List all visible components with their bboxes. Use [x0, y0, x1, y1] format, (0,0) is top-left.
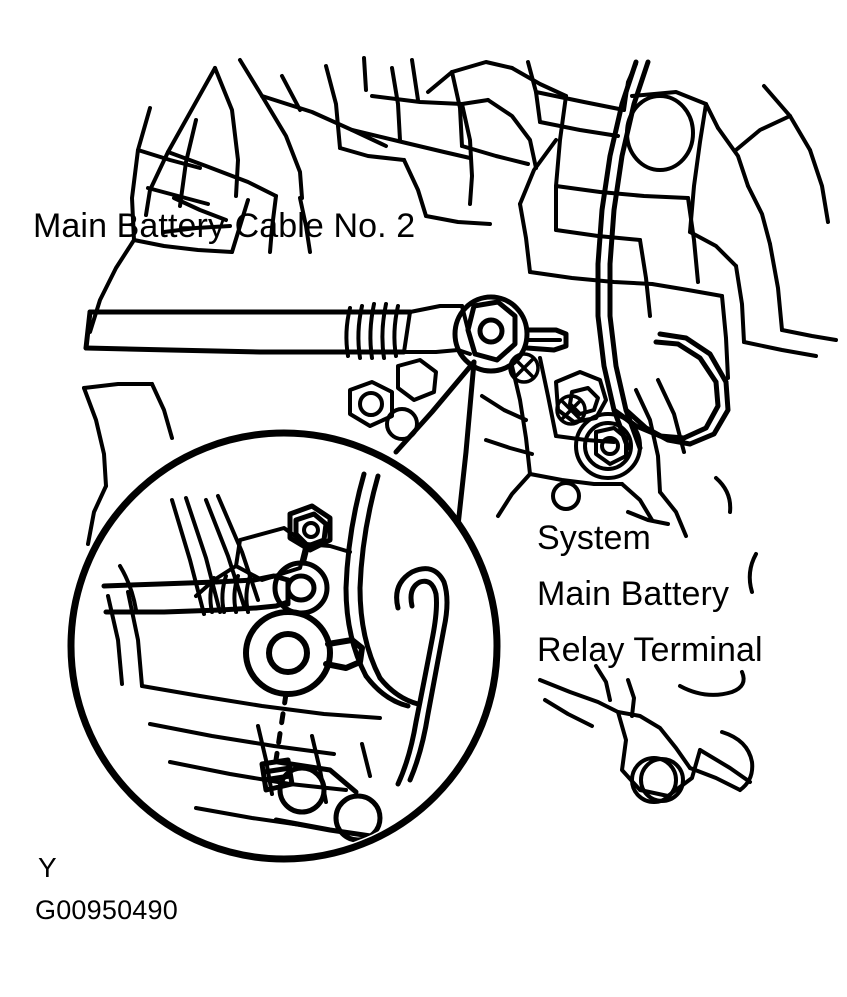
engine-bay-linework — [67, 56, 838, 863]
main-battery-cable — [83, 309, 413, 355]
detail-centerline — [273, 549, 309, 763]
detail-harness — [343, 471, 421, 709]
small-hole-below-boss — [551, 481, 581, 511]
detail-hex-nut — [287, 503, 333, 553]
hex-bolt-head-left — [348, 380, 394, 428]
callout-line-2: Main Battery — [537, 575, 730, 613]
bolt-marker-icon-1 — [508, 352, 540, 384]
left-bay-panels — [130, 106, 312, 254]
detail-lower-holes — [273, 759, 387, 843]
callout-line-1: System — [537, 519, 651, 557]
lower-left-panels — [82, 238, 174, 546]
figure-code: G00950490 — [35, 895, 178, 925]
grommet-hole — [625, 94, 695, 172]
mounting-hole-left — [385, 407, 419, 441]
lower-right-curves — [678, 476, 758, 792]
lower-bracket — [538, 664, 752, 804]
block-ribs — [626, 378, 688, 538]
bolt-boss-upper — [396, 358, 438, 402]
detail-view-circle — [67, 429, 501, 863]
terminal-nut-boss — [574, 412, 642, 480]
cable-crimp-sleeve — [344, 302, 464, 360]
bolt-marker-icon-2 — [555, 394, 587, 426]
detail-leader-lines — [393, 359, 477, 547]
detail-crimp-ribs — [208, 574, 252, 614]
detail-harness-loop — [394, 566, 450, 787]
label-main-battery-cable: Main Battery Cable No. 2 — [33, 207, 416, 245]
relay-terminal-main — [452, 294, 569, 374]
orientation-mark: Y — [38, 852, 57, 883]
callout-relay-terminal: System Main Battery Relay Terminal — [537, 521, 837, 667]
callout-line-3: Relay Terminal — [537, 631, 763, 669]
